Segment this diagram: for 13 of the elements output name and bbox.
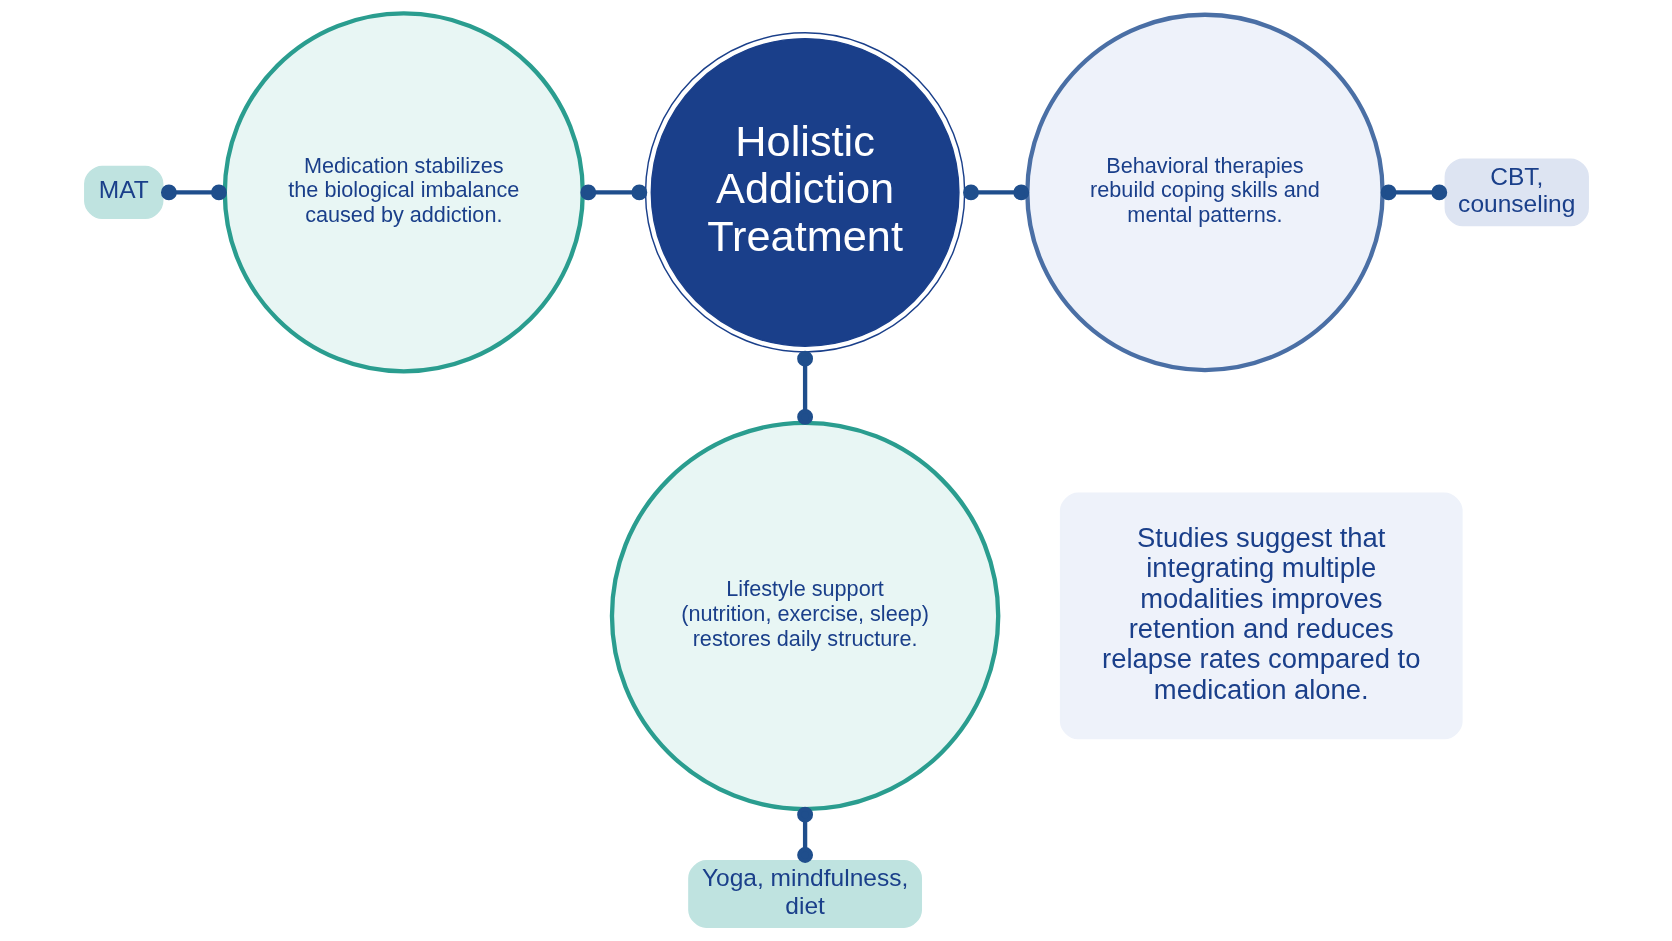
node-box: CBT, counseling xyxy=(1444,158,1589,227)
node-box: Yoga, mindfulness, diet xyxy=(687,860,922,928)
connector xyxy=(1380,184,1447,201)
node-circle: Holistic Addiction Treatment xyxy=(644,32,965,353)
connector xyxy=(796,806,813,863)
connector xyxy=(160,184,227,201)
connector xyxy=(962,184,1029,201)
node-circle: Behavioral therapies rebuild coping skills and mental patterns. xyxy=(1024,12,1385,373)
node-circle: Medication stabilizes the biological imbalance caused by addiction. xyxy=(222,11,585,374)
connector xyxy=(796,350,813,425)
node-circle: Lifestyle support (nutrition, exercise, sleep) restores daily structure. xyxy=(609,420,1000,812)
connector xyxy=(579,184,647,201)
node-box: MAT xyxy=(83,165,163,220)
